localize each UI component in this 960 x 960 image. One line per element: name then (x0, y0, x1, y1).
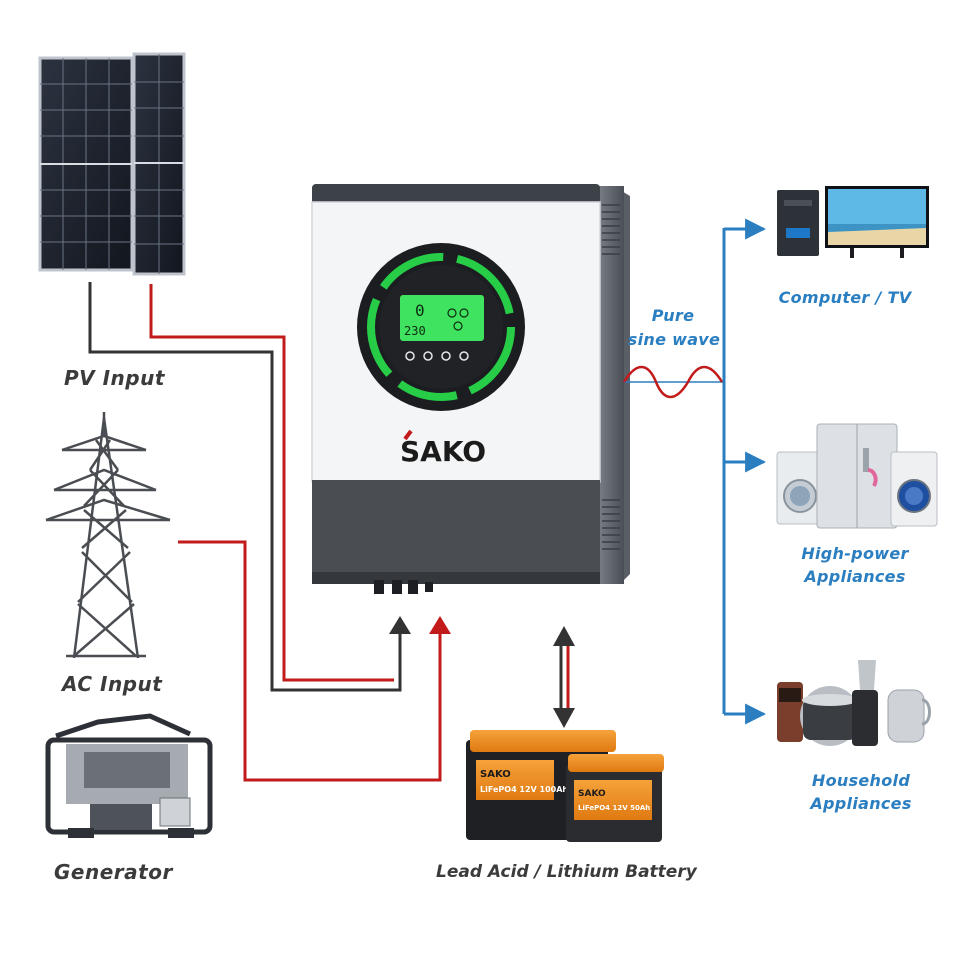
lcd-line2: 230 (404, 324, 426, 338)
inverter-brand: SAKO (400, 435, 486, 468)
high-power-appliances-icon (776, 423, 938, 529)
pv-input-label: PV Input (64, 366, 165, 390)
household-label-1: Household (811, 771, 911, 790)
pv-arrow-head (389, 616, 411, 634)
power-tower-icon (45, 412, 171, 659)
ac-input-wire (178, 540, 442, 782)
inverter: 0 230 SAKO (311, 184, 630, 594)
battery-small: SAKO LiFePO4 12V 50Ah (566, 754, 664, 842)
generator-label: Generator (54, 860, 173, 884)
computer-tv-label: Computer / TV (778, 288, 912, 307)
sine-wave-output (622, 365, 724, 399)
battery-large-brand: SAKO (480, 769, 511, 780)
household-label-2: Appliances (810, 794, 912, 813)
high-power-label-2: Appliances (804, 567, 906, 586)
lcd-screen (400, 295, 484, 341)
output-branches (722, 218, 767, 725)
control-buttons (405, 351, 469, 361)
sine-wave-label: sine wave (627, 330, 721, 349)
solar-panel-right (132, 52, 186, 276)
battery-large-model: LiFePO4 12V 100Ah (480, 785, 568, 794)
battery-label: Lead Acid / Lithium Battery (436, 862, 697, 882)
battery-bidirectional-arrow (553, 626, 575, 728)
button-3 (441, 351, 451, 361)
pv-negative-wire (88, 282, 402, 692)
brand-accent-mark (403, 429, 413, 441)
computer-tv-icon (777, 186, 929, 258)
ac-input-label: AC Input (62, 672, 163, 696)
lcd-line1: 0 (415, 301, 425, 320)
generator-icon (45, 713, 213, 838)
household-appliances-icon (777, 660, 931, 746)
pv-positive-wire (149, 284, 394, 682)
high-power-label-1: High-power (801, 544, 909, 563)
button-2 (423, 351, 433, 361)
battery-small-brand: SAKO (578, 789, 606, 799)
button-4 (459, 351, 469, 361)
pv-wires (88, 282, 402, 692)
pure-label: Pure (651, 306, 695, 325)
battery-small-model: LiFePO4 12V 50Ah (578, 804, 650, 812)
button-1 (405, 351, 415, 361)
ac-arrow-head (429, 616, 451, 634)
solar-panel-left (38, 56, 134, 272)
solar-panels (38, 52, 186, 276)
